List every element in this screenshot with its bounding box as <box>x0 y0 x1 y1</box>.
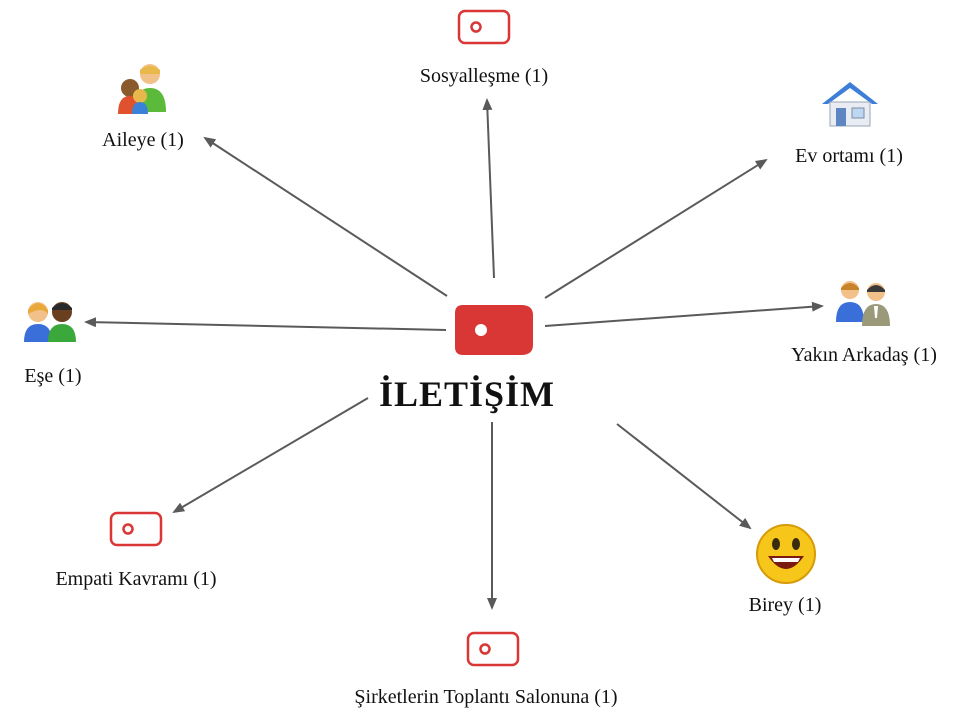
empati-kavrami-tag-icon[interactable] <box>109 511 163 547</box>
node-label-empati-kavrami[interactable]: Empati Kavramı (1) <box>55 568 217 590</box>
node-label-aileye[interactable]: Aileye (1) <box>102 129 184 151</box>
edge-to-aileye <box>203 136 448 297</box>
edge-to-birey <box>616 423 752 530</box>
friends-icon[interactable] <box>836 281 890 326</box>
sosyallesme-tag-icon[interactable] <box>457 9 511 45</box>
edges <box>84 98 824 610</box>
node-label-ese[interactable]: Eşe (1) <box>24 365 82 387</box>
node-label-birey[interactable]: Birey (1) <box>748 594 822 616</box>
family-icon[interactable] <box>118 64 166 114</box>
edge-to-yakin-arkadas <box>544 301 824 327</box>
node-label-ev-ortami[interactable]: Ev ortamı (1) <box>795 145 903 167</box>
edge-to-ese <box>84 317 447 331</box>
edge-to-empati-kavrami <box>172 397 369 514</box>
sirketlerin-tag-icon[interactable] <box>466 631 520 667</box>
edge-to-sosyallesme <box>482 98 495 279</box>
node-label-sirketlerin[interactable]: Şirketlerin Toplantı Salonuna (1) <box>354 686 618 708</box>
home-icon[interactable] <box>822 82 878 127</box>
couple-icon[interactable] <box>24 302 76 342</box>
node-label-yakin-arkadas[interactable]: Yakın Arkadaş (1) <box>791 344 937 366</box>
center-title: İLETİŞİM <box>378 374 556 414</box>
center-tag-icon[interactable] <box>455 305 533 355</box>
node-label-sosyallesme[interactable]: Sosyalleşme (1) <box>419 65 549 87</box>
smiley-icon[interactable] <box>756 524 816 584</box>
edge-to-ev-ortami <box>544 158 768 299</box>
